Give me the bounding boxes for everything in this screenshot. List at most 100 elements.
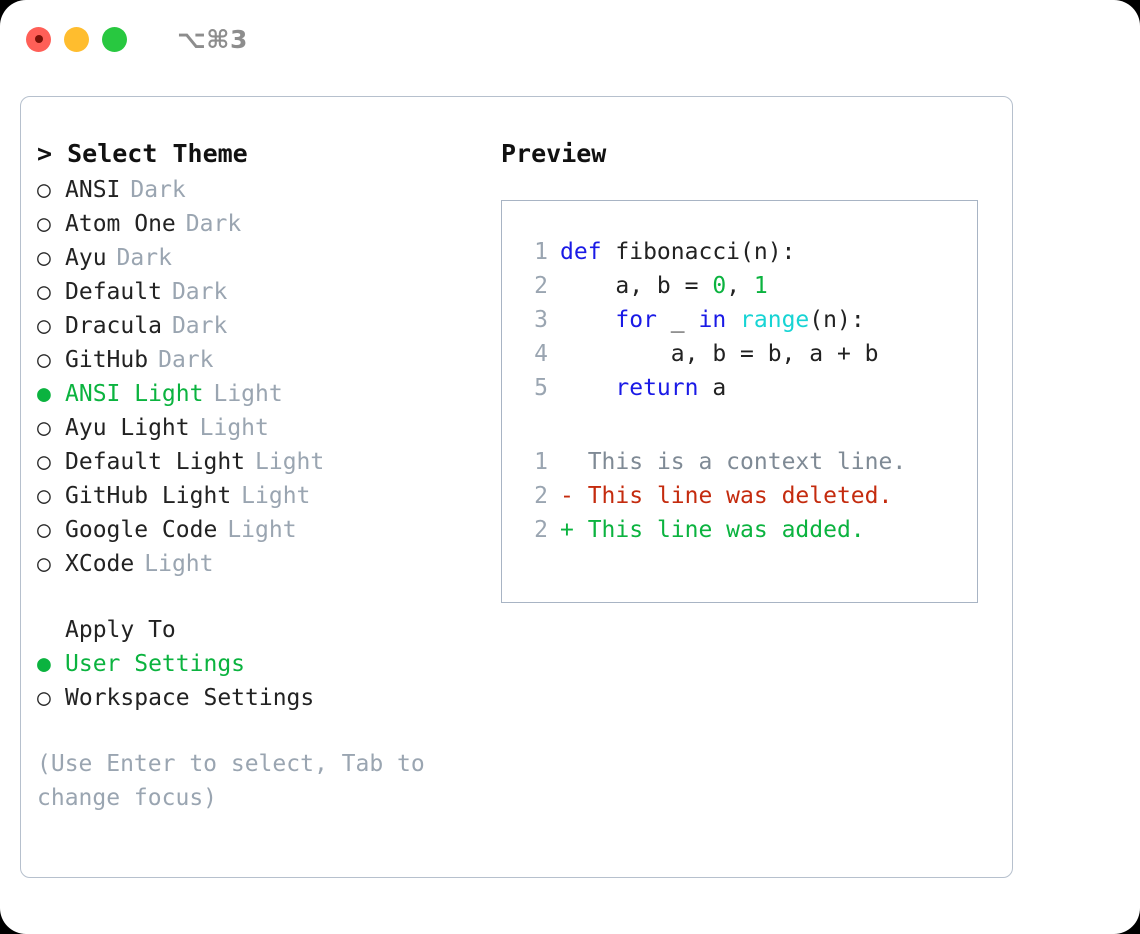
theme-kind-label: Light <box>227 517 297 543</box>
theme-kind-label: Dark <box>171 313 228 339</box>
theme-list-item[interactable]: ○ Google Code Light <box>37 517 487 551</box>
code-token: fibonacci(n): <box>615 239 796 265</box>
radio-unselected-icon[interactable]: ○ <box>37 449 51 475</box>
theme-kind-label: Light <box>255 449 325 475</box>
theme-kind-label: Dark <box>185 211 242 237</box>
theme-name-label: Dracula <box>65 313 162 339</box>
radio-unselected-icon[interactable]: ○ <box>37 245 51 271</box>
theme-list-item[interactable]: ○ GitHub Dark <box>37 347 487 381</box>
theme-name-label: Ayu <box>65 245 107 271</box>
line-number: 1 <box>534 239 548 265</box>
radio-selected-icon[interactable]: ● <box>37 651 51 677</box>
spacer <box>502 409 977 449</box>
code-token: return <box>615 375 699 401</box>
radio-unselected-icon[interactable]: ○ <box>37 211 51 237</box>
apply-to-header: ○ Apply To <box>37 617 487 651</box>
theme-name-label: Default Light <box>65 449 246 475</box>
code-line: 2 a, b = 0, 1 <box>502 273 977 307</box>
theme-list-item[interactable]: ○ Dracula Dark <box>37 313 487 347</box>
line-number: 4 <box>534 341 548 367</box>
apply-to-label: User Settings <box>65 651 246 677</box>
line-number: 5 <box>534 375 548 401</box>
code-token <box>560 307 615 333</box>
theme-kind-label: Dark <box>116 245 172 271</box>
apply-to-header-label: Apply To <box>65 617 176 643</box>
code-token <box>560 375 615 401</box>
theme-list-item[interactable]: ○ Default Light Light <box>37 449 487 483</box>
code-token: a, b = <box>560 273 713 299</box>
code-line: 3 for _ in range(n): <box>502 307 977 341</box>
preview-title: Preview <box>501 139 607 168</box>
code-token: for <box>615 307 657 333</box>
window-controls <box>26 26 127 52</box>
theme-name-label: GitHub <box>65 347 149 373</box>
close-button[interactable] <box>26 26 51 52</box>
line-number: 2 <box>534 483 548 509</box>
theme-kind-label: Light <box>213 381 283 407</box>
diff-text: This line was deleted. <box>587 483 893 509</box>
diff-sample: 1 This is a context line.2- This line wa… <box>502 449 977 551</box>
code-token: _ <box>656 307 699 333</box>
theme-kind-label: Dark <box>158 347 214 373</box>
theme-list-item[interactable]: ○ ANSI Dark <box>37 177 487 211</box>
theme-kind-label: Light <box>241 483 311 509</box>
maximize-button[interactable] <box>102 26 127 52</box>
code-token: a, b = b, a + b <box>560 341 879 367</box>
theme-kind-label: Dark <box>171 279 228 305</box>
line-number: 1 <box>534 449 548 475</box>
code-token: 0 <box>712 273 727 299</box>
theme-list-item[interactable]: ○ GitHub Light Light <box>37 483 487 517</box>
code-token: (n): <box>809 307 865 333</box>
select-theme-header-label: > Select Theme <box>37 139 248 168</box>
radio-unselected-icon[interactable]: ○ <box>37 347 51 373</box>
line-number: 2 <box>534 273 548 299</box>
theme-name-label: GitHub Light <box>65 483 232 509</box>
theme-list-item[interactable]: ● ANSI Light Light <box>37 381 487 415</box>
radio-unselected-icon[interactable]: ○ <box>37 551 51 577</box>
radio-unselected-icon[interactable]: ○ <box>37 313 51 339</box>
keyboard-hint-text: (Use Enter to select, Tab to change focu… <box>37 751 439 811</box>
radio-unselected-icon[interactable]: ○ <box>37 177 51 203</box>
diff-sign: - <box>560 483 588 509</box>
diff-sign <box>560 449 588 475</box>
code-token: def <box>560 239 616 265</box>
theme-name-label: ANSI Light <box>65 381 204 407</box>
code-token: a <box>698 375 727 401</box>
theme-name-label: XCode <box>65 551 135 577</box>
apply-to-item[interactable]: ● User Settings <box>37 651 487 685</box>
radio-selected-icon[interactable]: ● <box>37 381 51 407</box>
code-token: range <box>740 307 810 333</box>
theme-kind-label: Dark <box>130 177 186 203</box>
theme-name-label: ANSI <box>65 177 121 203</box>
theme-list-item[interactable]: ○ Ayu Dark <box>37 245 487 279</box>
minimize-button[interactable] <box>64 26 89 52</box>
code-token: , <box>726 273 754 299</box>
diff-sign: + <box>560 517 588 543</box>
radio-unselected-icon[interactable]: ○ <box>37 483 51 509</box>
radio-unselected-icon[interactable]: ○ <box>37 685 51 711</box>
code-line: 4 a, b = b, a + b <box>502 341 977 375</box>
diff-text: This line was added. <box>587 517 865 543</box>
theme-name-label: Default <box>65 279 162 305</box>
theme-name-label: Google Code <box>65 517 218 543</box>
apply-to-list: ● User Settings ○Workspace Settings <box>37 651 487 719</box>
radio-unselected-icon[interactable]: ○ <box>37 415 51 441</box>
spacer <box>37 585 487 617</box>
apply-to-item[interactable]: ○Workspace Settings <box>37 685 487 719</box>
theme-name-label: Ayu Light <box>65 415 190 441</box>
diff-line: 2+ This line was added. <box>502 517 977 551</box>
code-token: in <box>698 307 727 333</box>
title-bar: ⌥⌘3 <box>0 0 1140 78</box>
code-line: 1 def fibonacci(n): <box>502 239 977 273</box>
keyboard-shortcut-label: ⌥⌘3 <box>177 24 248 54</box>
radio-unselected-icon[interactable]: ○ <box>37 517 51 543</box>
theme-list-item[interactable]: ○ Default Dark <box>37 279 487 313</box>
radio-unselected-icon[interactable]: ○ <box>37 279 51 305</box>
